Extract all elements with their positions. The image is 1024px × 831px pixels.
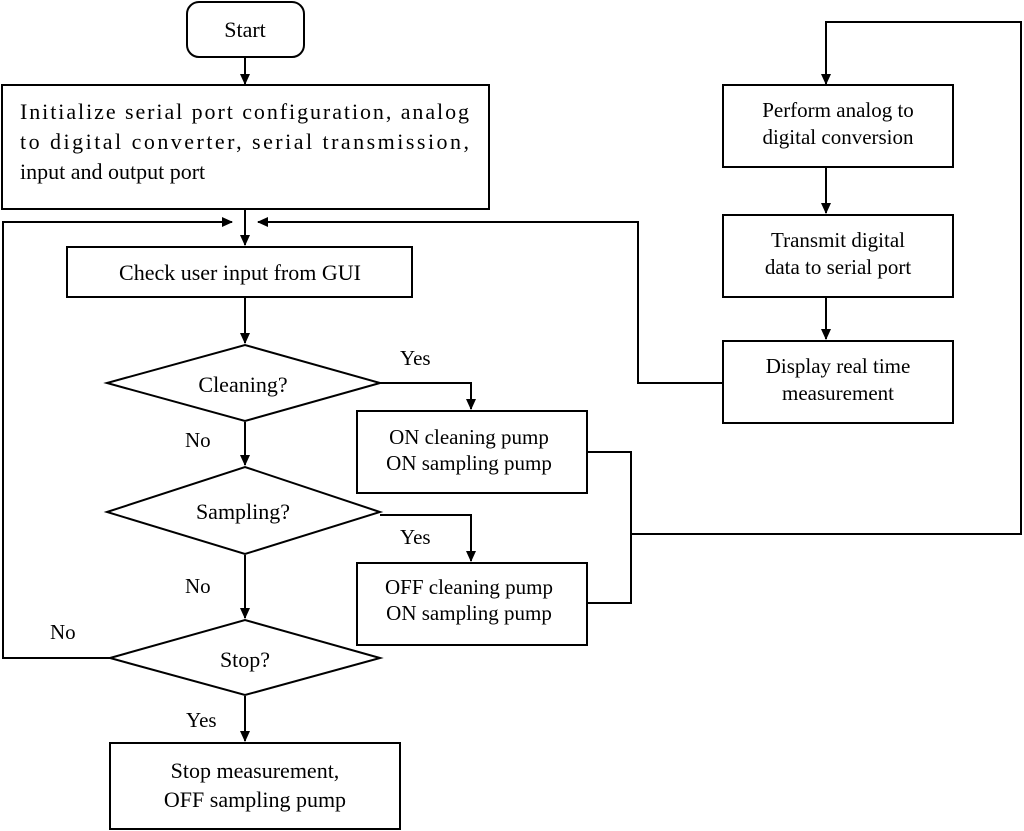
sampling-no-label: No (185, 574, 211, 598)
sampling-yes-label: Yes (400, 525, 431, 549)
on-cleaning-box (356, 410, 588, 494)
on-cleaning-line-1: ON cleaning pump (389, 425, 549, 449)
display-line-2: measurement (782, 381, 894, 405)
stop-no-label: No (50, 620, 76, 644)
arrow-stop-no-loop (2, 217, 233, 659)
cleaning-decision (103, 343, 384, 423)
adc-line-2: digital conversion (762, 125, 914, 149)
adc-box (722, 84, 954, 168)
arrow-sampling-yes (380, 514, 476, 562)
init-box (1, 84, 490, 210)
arrow-display-loop (257, 217, 723, 384)
arrow-cleaning-yes (380, 382, 476, 410)
cleaning-yes-label: Yes (400, 346, 431, 370)
init-line-1: Initialize serial port configuration, an… (20, 99, 469, 124)
adc-line-1: Perform analog to (762, 98, 914, 122)
stop-measurement-box (109, 742, 401, 830)
check-input-label: Check user input from GUI (119, 260, 361, 285)
init-line-2: to digital converter, serial transmissio… (20, 129, 469, 154)
on-cleaning-line-2: ON sampling pump (386, 451, 552, 475)
transmit-line-1: Transmit digital (771, 228, 905, 252)
cleaning-no-label: No (185, 428, 211, 452)
transmit-line-2: data to serial port (765, 255, 912, 279)
stop-measurement-line-2: OFF sampling pump (164, 787, 346, 812)
connectors (2, 21, 1022, 742)
transmit-box (722, 214, 954, 298)
display-line-1: Display real time (766, 354, 911, 378)
init-line-3: input and output port (20, 159, 205, 184)
arrow-to-adc (631, 21, 1022, 535)
off-cleaning-box (356, 562, 588, 646)
check-input-box (66, 246, 413, 298)
stop-yes-label: Yes (186, 708, 217, 732)
start-terminal (186, 1, 305, 58)
cleaning-label: Cleaning? (198, 372, 287, 397)
off-cleaning-line-1: OFF cleaning pump (385, 575, 553, 599)
pump-merge-line (587, 451, 632, 604)
start-label: Start (224, 17, 266, 42)
sampling-decision (103, 465, 384, 556)
sampling-label: Sampling? (196, 499, 290, 524)
stop-measurement-line-1: Stop measurement, (171, 758, 340, 783)
off-cleaning-line-2: ON sampling pump (386, 601, 552, 625)
display-box (722, 340, 954, 424)
stop-label: Stop? (220, 647, 270, 672)
stop-decision (106, 618, 384, 697)
